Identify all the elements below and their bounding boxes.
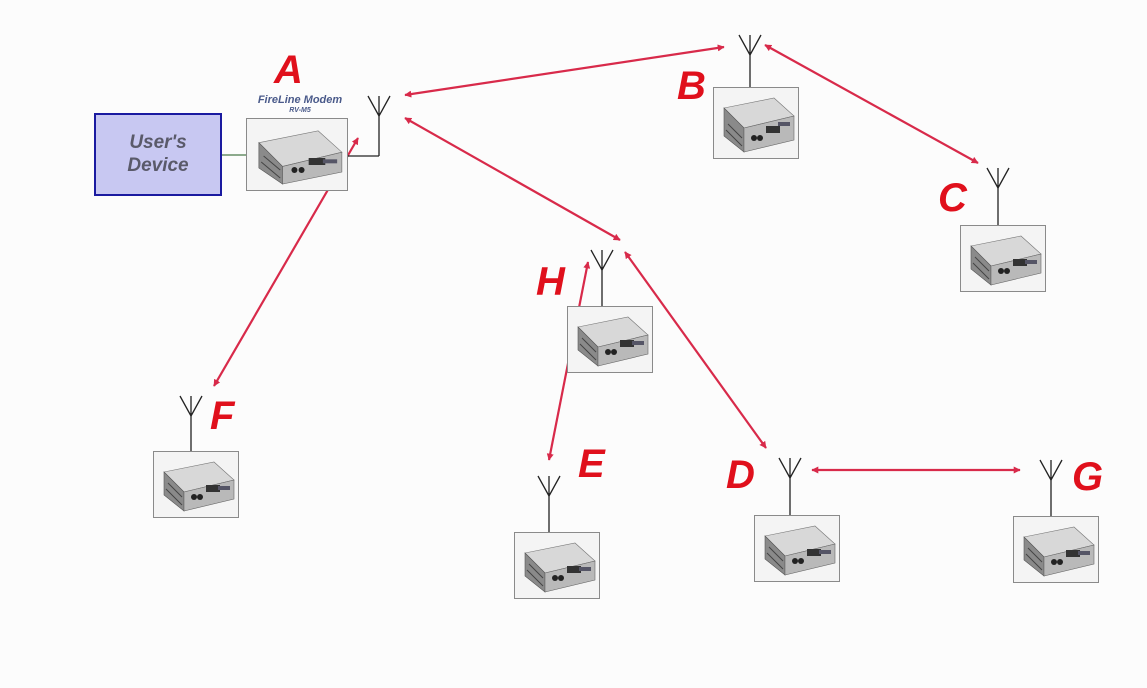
node-label-d: D: [726, 453, 755, 497]
node-label-f: F: [210, 394, 235, 438]
antenna-icon-c: [986, 167, 1010, 225]
node-label-g: G: [1072, 455, 1104, 499]
modem-image-a: [246, 118, 348, 191]
antenna-icon-a: [348, 95, 391, 157]
node-label-a: A: [274, 48, 303, 92]
antenna-icon-h: [590, 249, 614, 306]
node-label-b: B: [677, 64, 706, 108]
modem-device-icon: [163, 461, 235, 512]
modem-model: RV-M5: [289, 107, 311, 114]
link-arrow-a-b: [404, 44, 725, 98]
antenna-icon-f: [179, 395, 203, 451]
modem-image-c: [960, 225, 1046, 292]
users-device-box: User's Device: [94, 113, 222, 196]
antenna-icon-g: [1039, 459, 1063, 516]
link-arrow-b-c: [764, 44, 979, 164]
modem-title: FireLine Modem: [257, 94, 343, 106]
modem-image-h: [567, 306, 653, 373]
modem-image-e: [514, 532, 600, 599]
antenna-layer: [179, 34, 1063, 532]
modem-device-icon: [723, 97, 795, 153]
antenna-icon-b: [738, 34, 762, 95]
modem-image-g: [1013, 516, 1099, 583]
node-label-e: E: [578, 442, 605, 486]
antenna-icon-e: [537, 475, 561, 532]
users-device-label: User's Device: [127, 131, 189, 176]
modem-device-icon: [577, 316, 649, 367]
modem-device-icon: [258, 130, 343, 185]
modem-device-icon: [764, 525, 836, 576]
antenna-icon-d: [778, 457, 802, 515]
node-label-c: C: [938, 176, 967, 220]
modem-device-icon: [524, 542, 596, 593]
modem-image-b: [713, 87, 799, 159]
link-arrow-h-d: [624, 251, 767, 449]
modem-image-d: [754, 515, 840, 582]
modem-device-icon: [970, 235, 1042, 286]
link-arrow-a-h: [404, 117, 621, 241]
modem-device-icon: [1023, 526, 1095, 577]
modem-image-f: [153, 451, 239, 518]
node-label-h: H: [536, 260, 565, 304]
